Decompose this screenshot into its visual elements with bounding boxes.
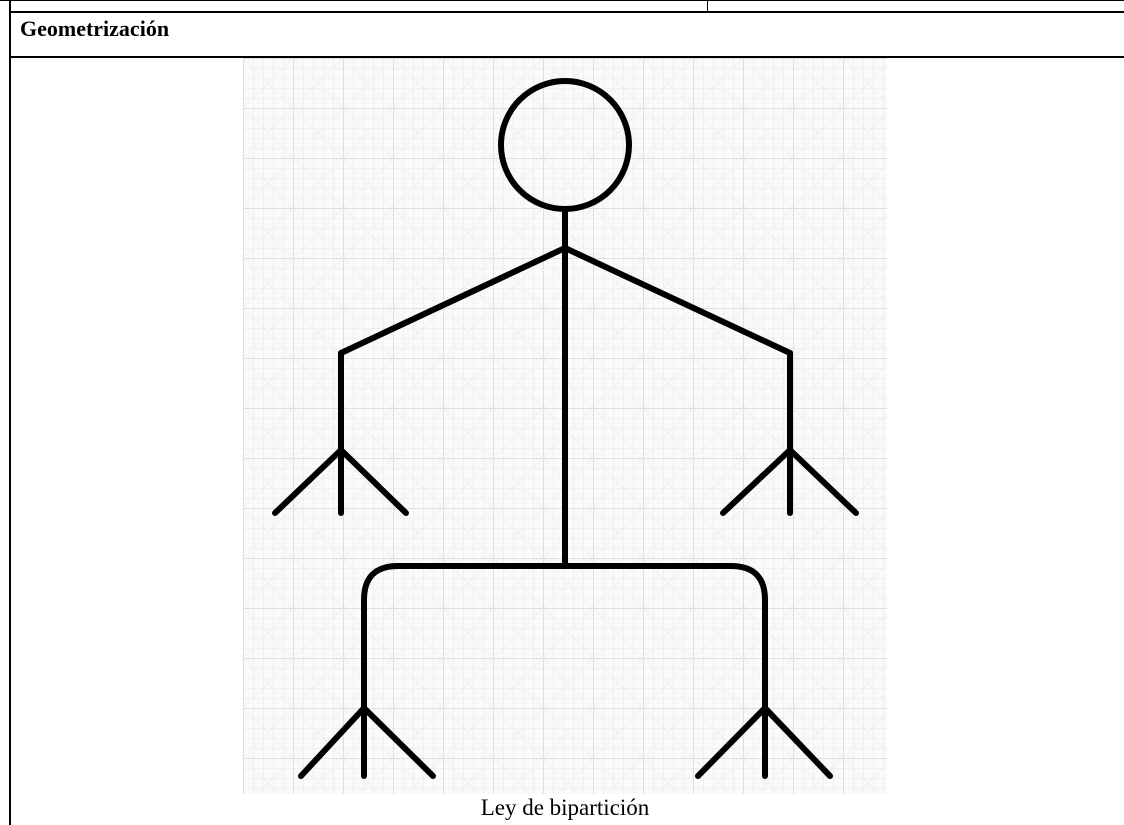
right-arm-line [562, 245, 793, 356]
right-foot-toe-right [762, 705, 833, 779]
header-top-border [9, 11, 1124, 13]
figure-image [243, 58, 887, 794]
figure-caption: Ley de bipartición [480, 795, 650, 820]
table-left-border [9, 0, 11, 825]
right-hand-finger-right [787, 447, 859, 516]
left-hand-finger-right [338, 447, 409, 516]
leg-crossbar [361, 563, 768, 711]
stick-figure-diagram [243, 58, 887, 794]
left-foot-toe-right [361, 705, 436, 779]
left-foot-toe-left [298, 705, 367, 779]
right-hand-finger-left [720, 447, 793, 516]
right-foot-toe-left [695, 705, 768, 779]
left-arm-line [338, 245, 568, 356]
previous-row-column-divider [707, 0, 708, 12]
previous-row-bottom-border [0, 0, 1124, 1]
section-title: Geometrización [20, 16, 170, 41]
left-hand-finger-left [272, 447, 344, 516]
header-bottom-border [9, 56, 1124, 58]
